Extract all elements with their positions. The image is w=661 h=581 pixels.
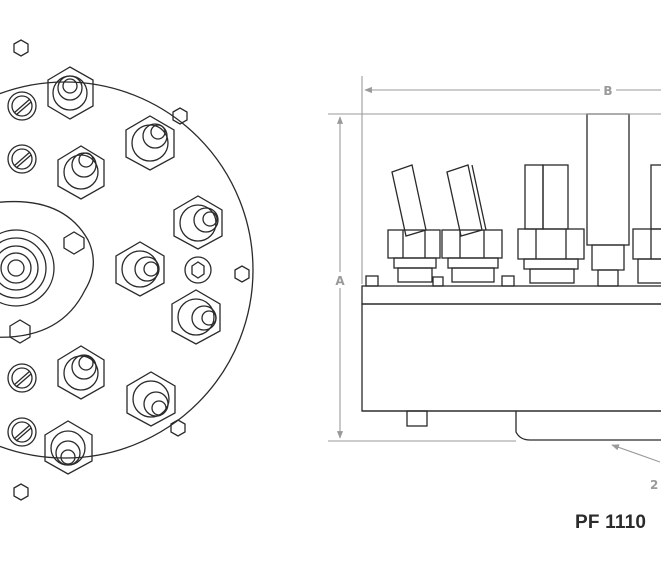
dimension-lines (328, 76, 661, 463)
slotted-screw (7, 417, 37, 447)
side-fitting-4 (632, 164, 661, 284)
body-block (361, 303, 661, 412)
hex-bolt (63, 231, 85, 255)
side-fitting-3 (517, 164, 585, 284)
hex-bolt (9, 319, 31, 344)
center-ring-1 (0, 229, 55, 307)
dimension-b-label: B (603, 84, 612, 98)
hex-bolt (13, 39, 29, 57)
fitting-4 (173, 195, 223, 250)
fitting-2 (57, 145, 105, 200)
body-flange (361, 285, 661, 305)
fitting-8 (126, 371, 176, 427)
central-boss (0, 200, 94, 338)
hex-bolt (234, 265, 250, 283)
callout-label: 2 (650, 478, 658, 492)
hex-bolt (170, 419, 186, 437)
bottom-step (515, 411, 661, 441)
side-view (361, 113, 661, 441)
bottom-pin (406, 410, 428, 427)
fitting-7 (57, 345, 105, 400)
fitting-9 (44, 420, 93, 475)
fitting-1 (47, 66, 94, 120)
side-fitting-2 (441, 164, 503, 283)
side-fitting-1 (387, 164, 441, 283)
center-post (586, 113, 630, 246)
fitting-3 (125, 115, 175, 171)
dimension-a-label: A (335, 274, 345, 288)
front-view (0, 39, 254, 501)
hex-bolt (172, 107, 188, 125)
model-label: PF 1110 (575, 512, 647, 533)
fitting-5 (115, 241, 165, 297)
hex-bolt (13, 483, 29, 501)
slotted-screw (7, 363, 37, 393)
slotted-screw (7, 144, 37, 174)
fitting-6 (171, 289, 221, 345)
slotted-screw (7, 91, 37, 121)
